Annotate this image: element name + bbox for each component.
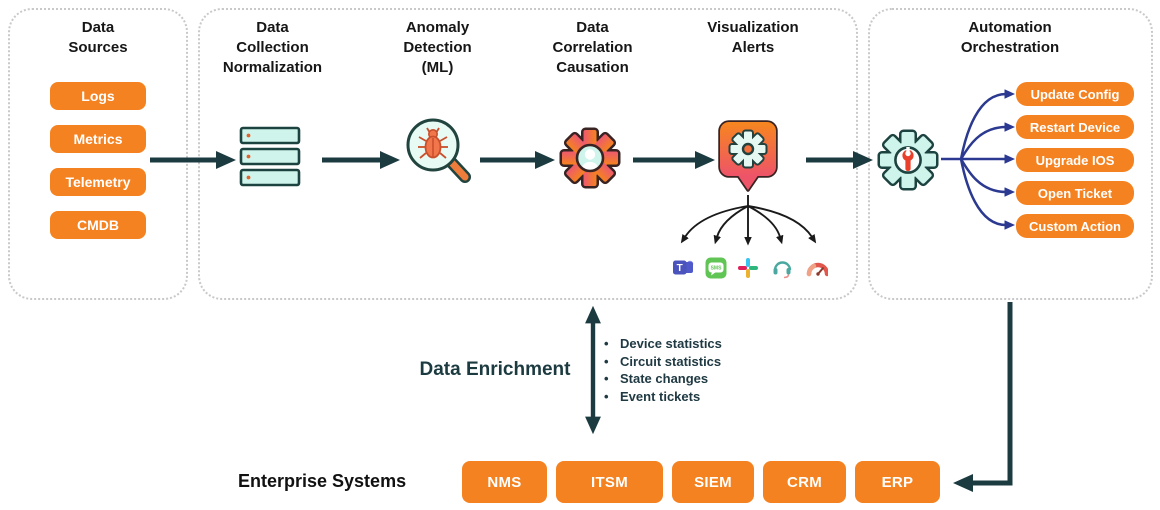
system-chip-crm: CRM xyxy=(763,461,846,503)
stage-title-collection: Data Collection Normalization xyxy=(222,19,323,76)
server-stack-icon xyxy=(239,126,301,187)
gear-user-icon xyxy=(556,124,624,192)
source-chip-metrics: Metrics xyxy=(50,125,146,153)
gauge-icon xyxy=(806,262,828,277)
bug-search-icon xyxy=(406,118,471,183)
source-chip-cmdb: CMDB xyxy=(50,211,146,239)
enrichment-item: State changes xyxy=(604,370,722,388)
automation-feedback-arrow xyxy=(953,302,1013,492)
system-chip-erp: ERP xyxy=(855,461,940,503)
data-enrichment-label: Data Enrichment xyxy=(419,359,571,380)
system-chip-itsm: ITSM xyxy=(556,461,663,503)
enterprise-systems-label: Enterprise Systems xyxy=(238,471,407,491)
svg-text:SMS: SMS xyxy=(711,266,723,272)
stage-title-visualization: Visualization Alerts xyxy=(707,19,799,56)
slack-icon xyxy=(738,258,758,278)
system-chip-nms: NMS xyxy=(462,461,547,503)
source-chip-logs: Logs xyxy=(50,82,146,110)
enterprise-systems-row: NMS ITSM SIEM CRM ERP xyxy=(462,461,940,503)
action-chip-upgrade-ios: Upgrade IOS xyxy=(1016,148,1134,172)
system-chip-siem: SIEM xyxy=(672,461,754,503)
sms-icon: SMS xyxy=(705,257,727,279)
enrichment-item: Device statistics xyxy=(604,335,722,353)
automation-title: Automation Orchestration xyxy=(960,19,1060,56)
alert-gear-icon xyxy=(718,120,778,192)
enrichment-item: Event tickets xyxy=(604,388,722,406)
headset-icon xyxy=(773,261,792,279)
source-chip-telemetry: Telemetry xyxy=(50,168,146,196)
stage-title-anomaly: Anomaly Detection (ML) xyxy=(403,19,472,76)
enrichment-item: Circuit statistics xyxy=(604,353,722,371)
action-chip-restart-device: Restart Device xyxy=(1016,115,1134,139)
action-chip-open-ticket: Open Ticket xyxy=(1016,181,1134,205)
action-chip-update-config: Update Config xyxy=(1016,82,1134,106)
data-sources-panel xyxy=(8,8,188,300)
teams-icon: T xyxy=(673,260,694,275)
data-sources-title: Data Sources xyxy=(68,19,128,56)
automation-action-list: Update Config Restart Device Upgrade IOS… xyxy=(1016,82,1134,238)
stage-title-correlation: Data Correlation Causation xyxy=(552,19,633,76)
action-chip-custom-action: Custom Action xyxy=(1016,214,1134,238)
data-enrichment-list: Device statistics Circuit statistics Sta… xyxy=(604,335,722,405)
data-source-list: Logs Metrics Telemetry CMDB xyxy=(50,82,146,239)
svg-text:T: T xyxy=(677,263,683,274)
gear-wrench-icon xyxy=(874,126,942,194)
